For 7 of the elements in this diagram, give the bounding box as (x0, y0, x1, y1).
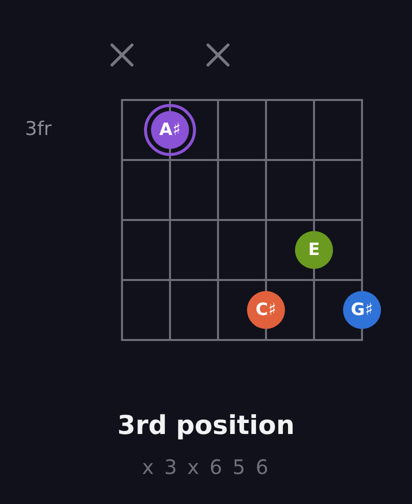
note-dot: A♯ (144, 104, 196, 156)
fret-number: 3fr (25, 118, 52, 140)
chord-title: 3rd position (116, 411, 296, 441)
note-dot: E (295, 231, 333, 269)
note-dot: C♯ (247, 291, 285, 329)
note-dot: G♯ (343, 291, 381, 329)
fingering-text: x 3 x 6 5 6 (142, 455, 270, 479)
